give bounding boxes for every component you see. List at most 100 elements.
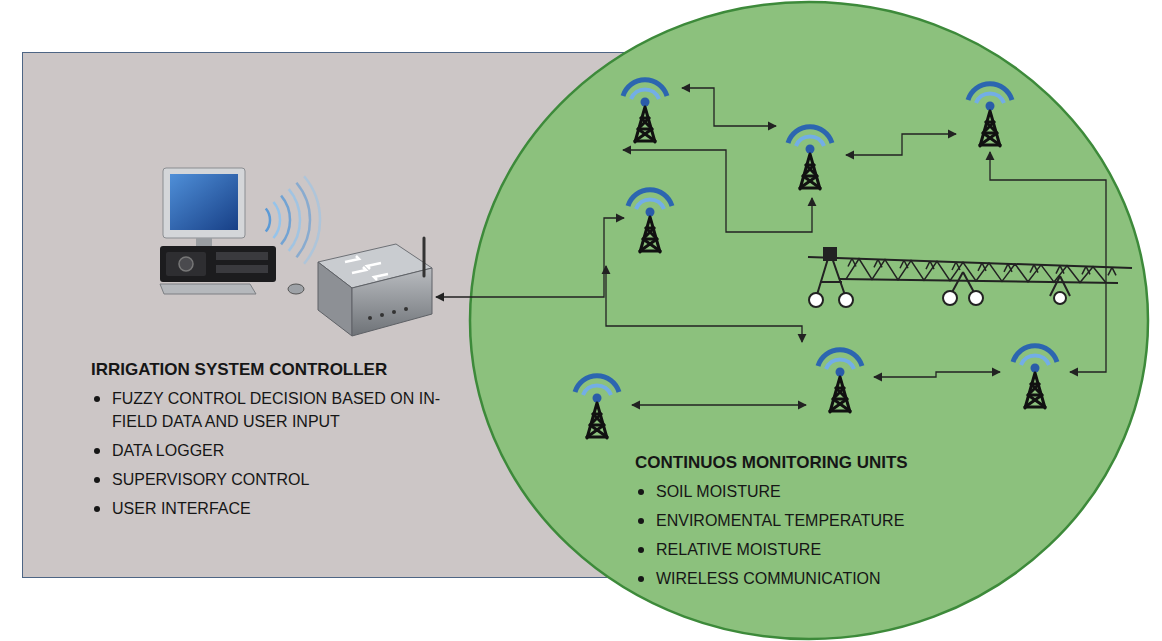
bullet-text: DATA LOGGER: [112, 439, 481, 462]
router-illustration-part: [404, 307, 408, 311]
pivot-irrigator-part: [1054, 292, 1066, 304]
wireless-links-part: [682, 88, 776, 126]
bullet-row: SUPERVISORY CONTROL: [91, 468, 481, 491]
pivot-irrigator-part: [1050, 276, 1070, 296]
pivot-irrigator-part-part: [874, 259, 882, 267]
pivot-irrigator-part-part: [1056, 266, 1064, 274]
pivot-irrigator-part: [824, 248, 836, 260]
computer-illustration-part: [288, 284, 304, 294]
computer-illustration: [160, 168, 320, 294]
monitoring-towers-part: [818, 350, 862, 412]
computer-illustration-part: [170, 174, 238, 230]
router-illustration-part: [345, 256, 388, 280]
wireless-links-part: [846, 134, 956, 155]
monitoring-towers-part: [628, 190, 672, 252]
section-heading: IRRIGATION SYSTEM CONTROLLER: [91, 359, 481, 381]
bullet-row: SOIL MOISTURE: [635, 480, 1055, 503]
section-heading: CONTINUOS MONITORING UNITS: [635, 452, 1055, 474]
computer-illustration-part: [196, 238, 212, 246]
text-block: CONTINUOS MONITORING UNITS SOIL MOISTURE E…: [635, 452, 1055, 590]
pivot-irrigator-part-part: [926, 261, 934, 269]
pivot-irrigator-part-part: [1108, 267, 1116, 275]
monitoring-towers: [575, 80, 1057, 438]
bullet-dot: [94, 396, 100, 402]
router-illustration-part: [380, 313, 384, 317]
bullet-text: SUPERVISORY CONTROL: [112, 468, 481, 491]
bullet-row: WIRELESS COMMUNICATION: [635, 567, 1055, 590]
computer-illustration-part: [216, 252, 268, 260]
pivot-irrigator-part-part: [1030, 265, 1038, 273]
pivot-irrigator-part: [950, 272, 976, 296]
bullet-dot: [638, 489, 644, 495]
wifi-waves-part: [304, 176, 320, 263]
bullet-dot: [638, 518, 644, 524]
bullet-row: ENVIROMENTAL TEMPERATURE: [635, 509, 1055, 532]
wireless-links-part: [623, 150, 812, 232]
monitoring-towers-part: [788, 127, 832, 189]
router-illustration-part: [368, 316, 372, 320]
heading-wrap: CONTINUOS MONITORING UNITS: [635, 452, 1055, 474]
computer-illustration-part: [163, 168, 245, 238]
pivot-irrigator-part-part: [1004, 264, 1012, 272]
router-illustration-part: [392, 310, 396, 314]
bullet-row: RELATIVE MOISTURE: [635, 538, 1055, 561]
wireless-links: [436, 88, 1106, 405]
bullet-row: DATA LOGGER: [91, 439, 481, 462]
monitoring-towers-part: [623, 80, 667, 142]
pivot-irrigator: [808, 248, 1132, 307]
computer-illustration-part: [216, 265, 268, 273]
bullet-text: RELATIVE MOISTURE: [656, 538, 1055, 561]
computer-illustration-part: [160, 246, 276, 282]
router-illustration-part: [352, 268, 432, 336]
circle-outline: [470, 2, 1148, 639]
router-illustration-part: [318, 244, 432, 288]
bullet-dot: [638, 547, 644, 553]
router-illustration: [318, 238, 432, 336]
wifi-waves: [266, 176, 320, 263]
computer-illustration-part: [166, 252, 206, 276]
pivot-irrigator-part: [809, 293, 823, 307]
monitoring-towers-part: [1013, 346, 1057, 408]
pivot-irrigator-part-part: [848, 258, 856, 266]
pivot-irrigator-part: [816, 252, 846, 298]
bullet-text: FUZZY CONTROL DECISION BASED ON IN-FIELD…: [112, 387, 481, 433]
pivot-irrigator-part: [808, 257, 1132, 268]
wifi-waves-part: [266, 208, 270, 231]
pivot-irrigator-part-part: [900, 260, 908, 268]
pivot-irrigator-part-part: [978, 263, 986, 271]
text-block: IRRIGATION SYSTEM CONTROLLER FUZZY CONTRO…: [91, 359, 481, 520]
field-monitoring-area: CONTINUOS MONITORING UNITS SOIL MOISTURE E…: [468, 0, 1150, 641]
pivot-irrigator-part: [943, 291, 957, 305]
router-illustration-part: [318, 262, 352, 336]
bullet-row: FUZZY CONTROL DECISION BASED ON IN-FIELD…: [91, 387, 481, 433]
wireless-links-part: [606, 266, 802, 342]
pivot-irrigator-part: [839, 293, 853, 307]
bullet-text: SOIL MOISTURE: [656, 480, 1055, 503]
bullet-text: WIRELESS COMMUNICATION: [656, 567, 1055, 590]
bullet-dot: [94, 477, 100, 483]
wireless-links-part: [632, 404, 806, 405]
monitoring-towers-part: [575, 376, 619, 438]
wifi-waves-part: [273, 202, 280, 238]
bullet-row: USER INTERFACE: [91, 497, 481, 520]
heading-wrap: IRRIGATION SYSTEM CONTROLLER: [91, 359, 481, 381]
wifi-waves-part: [289, 189, 300, 251]
pivot-irrigator-part: [969, 291, 983, 305]
pivot-irrigator-part-part: [952, 262, 960, 270]
router-illustration-part: [423, 238, 426, 276]
pivot-irrigator-part-part: [846, 259, 1106, 283]
pivot-irrigator-part-part: [1082, 266, 1090, 274]
computer-illustration-part: [179, 257, 193, 271]
wifi-waves-part: [281, 196, 290, 245]
bullet-text: USER INTERFACE: [112, 497, 481, 520]
bullet-text: ENVIROMENTAL TEMPERATURE: [656, 509, 1055, 532]
wireless-links-part: [990, 152, 1106, 372]
bullet-dot: [94, 448, 100, 454]
bullet-dot: [94, 506, 100, 512]
monitoring-towers-part: [968, 84, 1012, 146]
wireless-links-part: [436, 218, 624, 297]
wireless-links-part: [874, 372, 1000, 377]
